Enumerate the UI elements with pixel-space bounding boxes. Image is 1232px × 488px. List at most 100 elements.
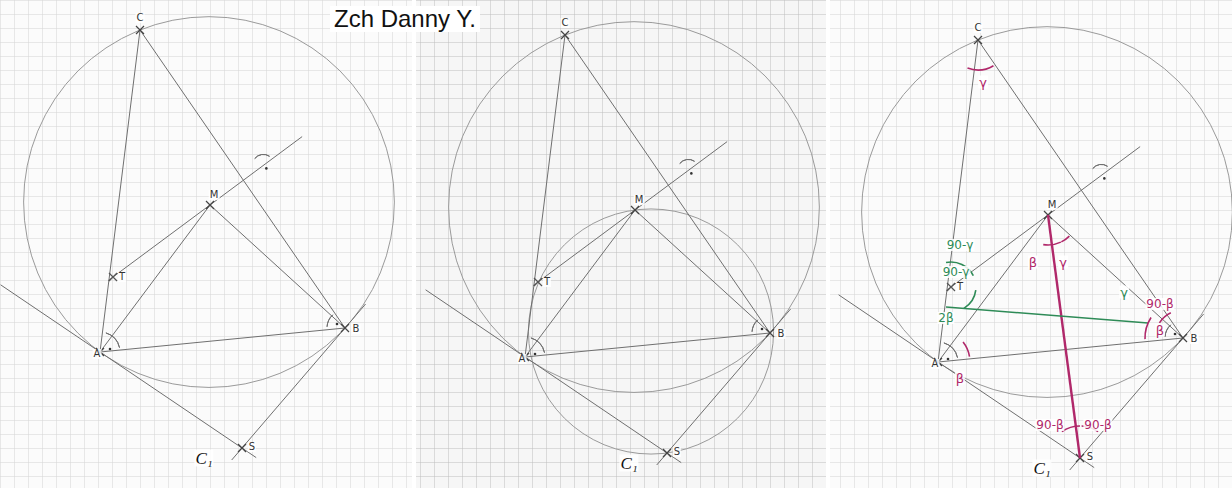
angle-arc: [531, 338, 545, 353]
triangle-side: [978, 40, 1183, 338]
radius-line: [1048, 215, 1183, 338]
triangle-side: [938, 40, 978, 362]
tangent-line: [839, 295, 1095, 468]
perpendicular-line: [533, 142, 727, 286]
angle-label: β: [1028, 256, 1038, 269]
angle-arc: [967, 66, 993, 70]
triangle-side: [938, 338, 1183, 362]
triangle-side: [100, 30, 140, 352]
point-mark: [341, 324, 349, 332]
angle-arc: [1061, 236, 1069, 242]
circumcircle: [24, 17, 395, 388]
circumcircle: [449, 22, 820, 393]
right-angle-dot: [1174, 333, 1177, 336]
angle-label: β: [1155, 324, 1165, 337]
point-mark: [109, 273, 117, 281]
radius-line: [100, 205, 210, 352]
angle-arc: [680, 159, 695, 163]
angle-arc: [1062, 426, 1080, 432]
triangle-side: [525, 333, 770, 357]
tangent-line: [1, 285, 257, 458]
angle-arc: [1145, 317, 1151, 339]
angle-arc: [1159, 313, 1170, 323]
point-mark: [947, 283, 955, 291]
triangle-side: [100, 328, 345, 352]
right-angle-dot: [336, 323, 339, 326]
grid-paper: [830, 0, 1232, 488]
angle-arc: [752, 320, 758, 332]
right-angle-dot: [761, 328, 764, 331]
point-label: C: [974, 23, 983, 33]
grid-paper: [0, 0, 412, 488]
right-angle-dot: [265, 167, 268, 170]
angle-arc: [1165, 325, 1171, 337]
angle-arc: [327, 315, 333, 327]
point-label: B: [777, 329, 786, 339]
point-mark: [631, 206, 639, 214]
angle-label: β: [955, 372, 965, 385]
point-label: T: [543, 277, 551, 287]
point-label: C₁: [1032, 460, 1051, 477]
radius-line: [210, 205, 345, 328]
point-mark: [663, 449, 671, 457]
radius-line: [525, 210, 635, 357]
angle-arc: [106, 333, 120, 348]
title: Zch Danny Y.: [330, 6, 480, 32]
grid-paper: [416, 0, 826, 488]
point-label: M: [209, 190, 220, 200]
angle-label: 90-β: [1083, 419, 1112, 431]
angle-label: γ: [1119, 286, 1129, 299]
point-label: A: [93, 349, 102, 359]
tangent-line: [1070, 314, 1204, 470]
triangle-side: [525, 35, 565, 357]
right-angle-dot: [947, 358, 950, 361]
right-angle-dot: [1103, 177, 1106, 180]
point-mark: [136, 26, 144, 34]
auxiliary-line: [946, 307, 1148, 323]
point-mark: [206, 201, 214, 209]
point-label: S: [248, 442, 256, 452]
point-label: C: [136, 13, 145, 23]
circumcircle: [862, 27, 1232, 398]
point-label: M: [1047, 200, 1058, 210]
angle-arc: [255, 154, 270, 158]
triangle-side: [140, 30, 345, 328]
point-label: M: [634, 195, 645, 205]
angle-arc: [1093, 164, 1108, 168]
angle-label: 2β: [937, 312, 954, 324]
point-mark: [238, 444, 246, 452]
point-label: B: [1190, 334, 1199, 344]
perpendicular-line: [946, 147, 1140, 291]
tangent-line: [232, 304, 366, 460]
thales-circle: [528, 209, 773, 454]
right-angle-dot: [534, 353, 537, 356]
angle-arc: [944, 343, 958, 358]
radius-line: [938, 215, 1048, 362]
angle-arc: [963, 342, 969, 356]
point-mark: [534, 278, 542, 286]
point-mark: [561, 31, 569, 39]
point-mark: [974, 36, 982, 44]
right-angle-dot: [690, 172, 693, 175]
point-label: A: [518, 354, 527, 364]
tangent-line: [657, 309, 791, 465]
grid-paper: [416, 0, 826, 488]
angle-label: 90-γ: [942, 266, 971, 278]
point-mark: [1179, 334, 1187, 342]
point-label: C: [561, 18, 570, 28]
angle-arc: [1043, 242, 1061, 245]
triangle-side: [565, 35, 770, 333]
point-label: C₁: [619, 455, 638, 472]
grid-paper: [830, 0, 1232, 488]
grid-paper: [0, 0, 412, 488]
point-label: B: [352, 324, 361, 334]
angle-label: 90-β: [1145, 298, 1174, 310]
point-label: S: [673, 447, 681, 457]
radius-line: [635, 210, 770, 333]
point-label: T: [118, 272, 126, 282]
right-angle-dot: [109, 348, 112, 351]
point-mark: [766, 329, 774, 337]
point-label: T: [956, 282, 964, 292]
